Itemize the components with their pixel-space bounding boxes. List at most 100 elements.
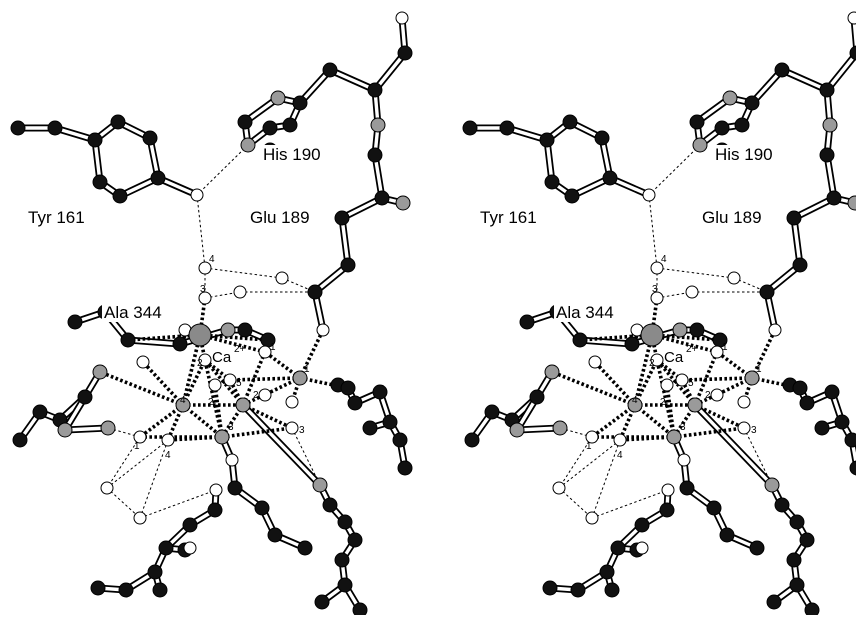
hydrogen-bond — [648, 144, 701, 196]
carbon-atom — [362, 420, 378, 436]
carbon-atom — [352, 602, 368, 618]
hydrogen-bond — [204, 267, 283, 279]
heteroatom — [92, 364, 108, 380]
heteroatom — [509, 422, 525, 438]
carbon-atom — [12, 432, 28, 448]
carbon-atom — [334, 552, 350, 568]
carbon-atom — [237, 322, 253, 338]
carbon-atom — [792, 257, 808, 273]
carbon-atom — [118, 582, 134, 598]
carbon-atom — [337, 514, 353, 530]
water-atom — [650, 291, 664, 305]
water-number: 4 — [180, 395, 186, 406]
label-backdrop — [26, 208, 98, 227]
bond-highlight — [328, 68, 377, 92]
hydrogen-bond — [291, 427, 321, 486]
carbon-atom — [367, 147, 383, 163]
hydrogen-bond — [196, 194, 206, 269]
water-number: 4 — [632, 395, 638, 406]
heteroatom — [395, 195, 411, 211]
label-backdrop — [478, 208, 550, 227]
heteroatom — [100, 420, 116, 436]
label-backdrop — [102, 303, 174, 322]
water-number: 3 — [299, 425, 305, 436]
label-backdrop — [713, 145, 785, 164]
coordination-bond — [655, 359, 676, 438]
carbon-atom — [347, 395, 363, 411]
carbon-atom — [689, 114, 705, 130]
atoms — [462, 11, 856, 615]
water-atom — [677, 453, 691, 467]
carbon-atom — [679, 480, 695, 496]
ion-charge: 2+ — [686, 344, 698, 355]
water-number: 2 — [253, 390, 259, 401]
carbon-atom — [719, 527, 735, 543]
heteroatom — [692, 137, 708, 153]
label-backdrop — [261, 145, 333, 164]
coordination-bond — [665, 384, 676, 438]
carbon-atom — [744, 95, 760, 111]
heteroatom — [672, 322, 688, 338]
heteroatom — [292, 370, 308, 386]
carbon-atom — [714, 120, 730, 136]
water-atom — [613, 433, 627, 447]
carbon-atom — [544, 174, 560, 190]
carbon-atom — [519, 314, 535, 330]
water-number: 5 — [236, 378, 242, 389]
water-atom — [233, 285, 247, 299]
water-number: 1 — [134, 441, 140, 452]
carbon-atom — [142, 130, 158, 146]
water-atom — [198, 261, 212, 275]
water-atom — [316, 323, 330, 337]
label-backdrop — [700, 208, 772, 227]
bond-highlight — [373, 51, 407, 92]
atoms — [10, 11, 413, 618]
coordination-bond — [213, 384, 224, 438]
carbon-atom — [347, 532, 363, 548]
carbon-atom — [464, 432, 480, 448]
coordination-bond — [138, 403, 185, 439]
water-number: 1 — [756, 364, 762, 375]
water-atom — [198, 291, 212, 305]
carbon-atom — [392, 432, 408, 448]
heteroatom — [764, 477, 780, 493]
residue-label-glu: Glu 189 — [250, 208, 310, 227]
carbon-atom — [254, 500, 270, 516]
label-backdrop — [248, 208, 320, 227]
carbon-atom — [734, 117, 750, 133]
carbon-atom — [374, 190, 390, 206]
water-atom — [161, 433, 175, 447]
carbon-atom — [766, 594, 782, 610]
coordination-bond — [694, 403, 745, 430]
carbon-atom — [774, 62, 790, 78]
carbon-atom — [819, 147, 835, 163]
water-atom — [285, 421, 299, 435]
water-number: 1 — [722, 342, 728, 353]
carbon-atom — [282, 117, 298, 133]
carbon-atom — [67, 314, 83, 330]
carbon-atom — [826, 190, 842, 206]
water-atom — [710, 388, 724, 402]
hydrogen-bond — [591, 439, 621, 519]
water-atom — [768, 323, 782, 337]
carbon-atom — [564, 188, 580, 204]
carbon-atom — [610, 540, 626, 556]
coordination-bond — [181, 359, 207, 406]
carbon-atom — [624, 336, 640, 352]
water-atom — [258, 345, 272, 359]
heteroatom — [666, 429, 682, 445]
water-number: 2 — [705, 390, 711, 401]
carbon-atom — [77, 389, 93, 405]
water-atom — [642, 188, 656, 202]
water-atom — [258, 388, 272, 402]
hydrogen-bond — [743, 427, 773, 486]
water-atom — [661, 483, 675, 497]
carbon-atom — [337, 577, 353, 593]
bond-highlight — [578, 338, 634, 346]
water-atom — [635, 541, 649, 555]
carbon-atom — [237, 114, 253, 130]
ion-label: Ca — [664, 349, 684, 366]
carbon-atom — [594, 130, 610, 146]
carbon-atom — [844, 432, 856, 448]
